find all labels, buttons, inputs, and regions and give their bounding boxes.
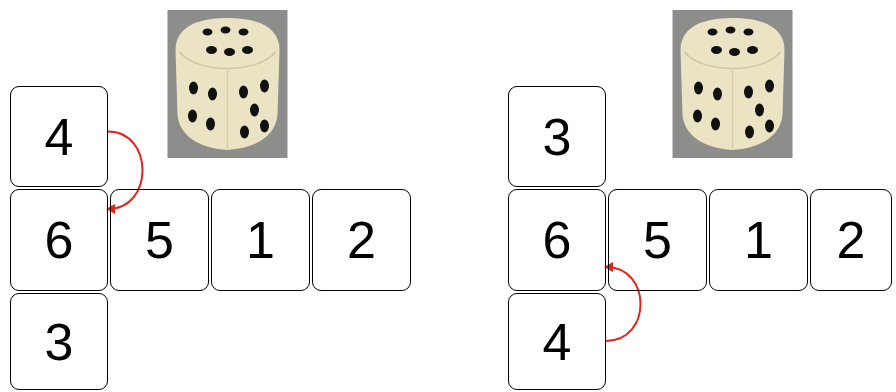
net-face: 5 [110,189,209,291]
die-photo [672,10,793,158]
net-face: 6 [10,189,108,291]
face-number: 6 [543,214,572,266]
face-number: 3 [543,111,572,163]
face-number: 5 [643,214,672,266]
net-face: 4 [508,293,606,390]
face-number: 4 [45,111,74,163]
fold-arrow [606,267,641,341]
face-number: 2 [347,214,376,266]
net-face: 4 [10,86,108,187]
face-number: 6 [45,214,74,266]
net-face: 3 [10,293,108,390]
net-face: 6 [508,189,606,291]
face-number: 1 [744,214,773,266]
net-face: 5 [608,189,707,291]
face-number: 4 [543,316,572,368]
face-number: 1 [246,214,275,266]
face-number: 3 [45,316,74,368]
die-photo [167,10,288,158]
net-face: 2 [312,189,411,291]
net-face: 2 [810,189,892,291]
net-face: 1 [211,189,310,291]
net-face: 1 [709,189,808,291]
net-face: 3 [508,86,606,187]
fold-arrow [108,132,143,210]
face-number: 2 [837,214,866,266]
face-number: 5 [145,214,174,266]
